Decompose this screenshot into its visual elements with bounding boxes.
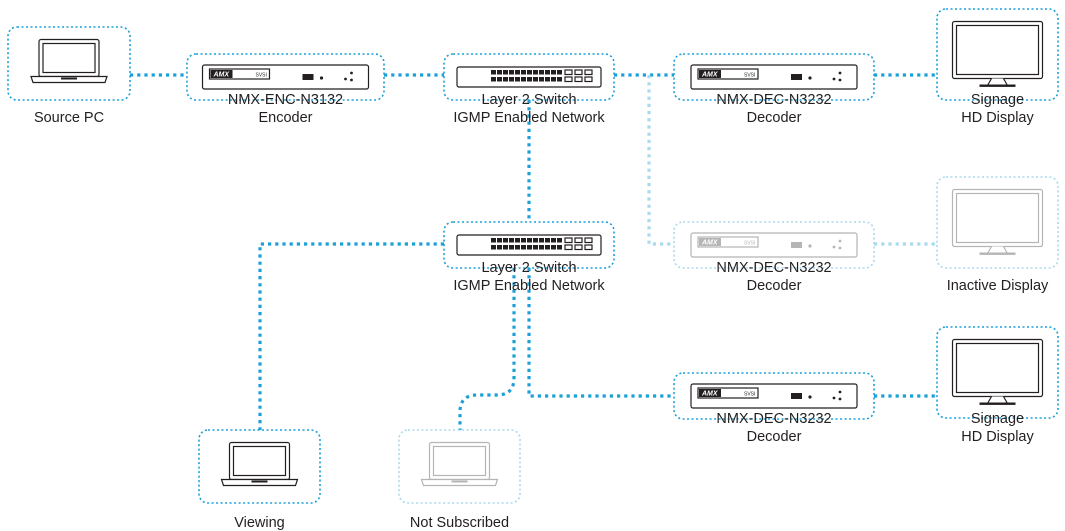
- laptop-icon: [220, 441, 299, 487]
- unit-marking: SVSI: [744, 241, 755, 247]
- monitor-icon: [951, 188, 1044, 255]
- node-label-line: Decoder: [747, 278, 802, 294]
- node-label-line: Signage: [971, 411, 1024, 427]
- unit-marking: SVSI: [744, 73, 755, 79]
- node-label-line: Layer 2 Switch: [481, 92, 576, 108]
- monitor-icon: [951, 20, 1044, 87]
- connection-layer: [130, 73, 937, 430]
- node-source-pc: Source PC: [7, 26, 131, 126]
- network-switch-icon: [456, 234, 602, 256]
- node-label-line: NMX-DEC-N3232: [716, 411, 831, 427]
- node-label-line: Decoder: [747, 429, 802, 445]
- laptop-icon: [30, 38, 108, 84]
- node-display-3: Signage HD Display: [936, 326, 1059, 445]
- monitor-icon: [951, 338, 1044, 405]
- amx-logo: AMX: [701, 72, 719, 79]
- node-label-line: HD Display: [961, 429, 1034, 445]
- node-label-line: NMX-ENC-N3132: [228, 92, 343, 108]
- laptop-icon: [420, 441, 499, 487]
- unit-marking: SVSI: [744, 392, 755, 398]
- node-label-line: NMX-DEC-N3232: [716, 92, 831, 108]
- unit-marking: SVSI: [256, 73, 267, 79]
- node-label-line: Viewing: [234, 515, 285, 531]
- node-label-line: Encoder: [258, 110, 312, 126]
- node-display-2: Inactive Display: [936, 176, 1059, 294]
- node-label-line: Inactive Display: [947, 278, 1049, 294]
- node-label-line: HD Display: [961, 110, 1034, 126]
- amx-logo: AMX: [701, 240, 719, 247]
- link-switch-1-to-decoder-2: [647, 75, 674, 246]
- node-label-line: IGMP Enabled Network: [453, 110, 605, 126]
- codec-device-icon: AMX SVSI: [690, 232, 858, 258]
- node-label-line: Signage: [971, 92, 1024, 108]
- codec-device-icon: AMX SVSI: [690, 64, 858, 90]
- node-label-line: Layer 2 Switch: [481, 260, 576, 276]
- node-laptop-not-subscribed: Not Subscribed: [398, 429, 521, 531]
- codec-device-icon: AMX SVSI: [201, 64, 370, 90]
- node-laptop-viewing: Viewing: [198, 429, 321, 531]
- link-switch-2-to-laptop-viewing: [258, 242, 444, 430]
- codec-device-icon: AMX SVSI: [690, 383, 858, 409]
- node-label-line: NMX-DEC-N3232: [716, 260, 831, 276]
- node-label-line: Not Subscribed: [410, 515, 509, 531]
- link-switch-2-to-laptop-not-subscribed: [458, 268, 516, 430]
- node-label-line: Source PC: [34, 110, 104, 126]
- node-display-1: Signage HD Display: [936, 8, 1059, 126]
- amx-logo: AMX: [213, 72, 231, 79]
- node-label-line: IGMP Enabled Network: [453, 278, 605, 294]
- node-label-line: Decoder: [747, 110, 802, 126]
- amx-logo: AMX: [701, 391, 719, 398]
- network-switch-icon: [456, 66, 602, 88]
- link-switch-2-to-decoder-3: [527, 268, 674, 398]
